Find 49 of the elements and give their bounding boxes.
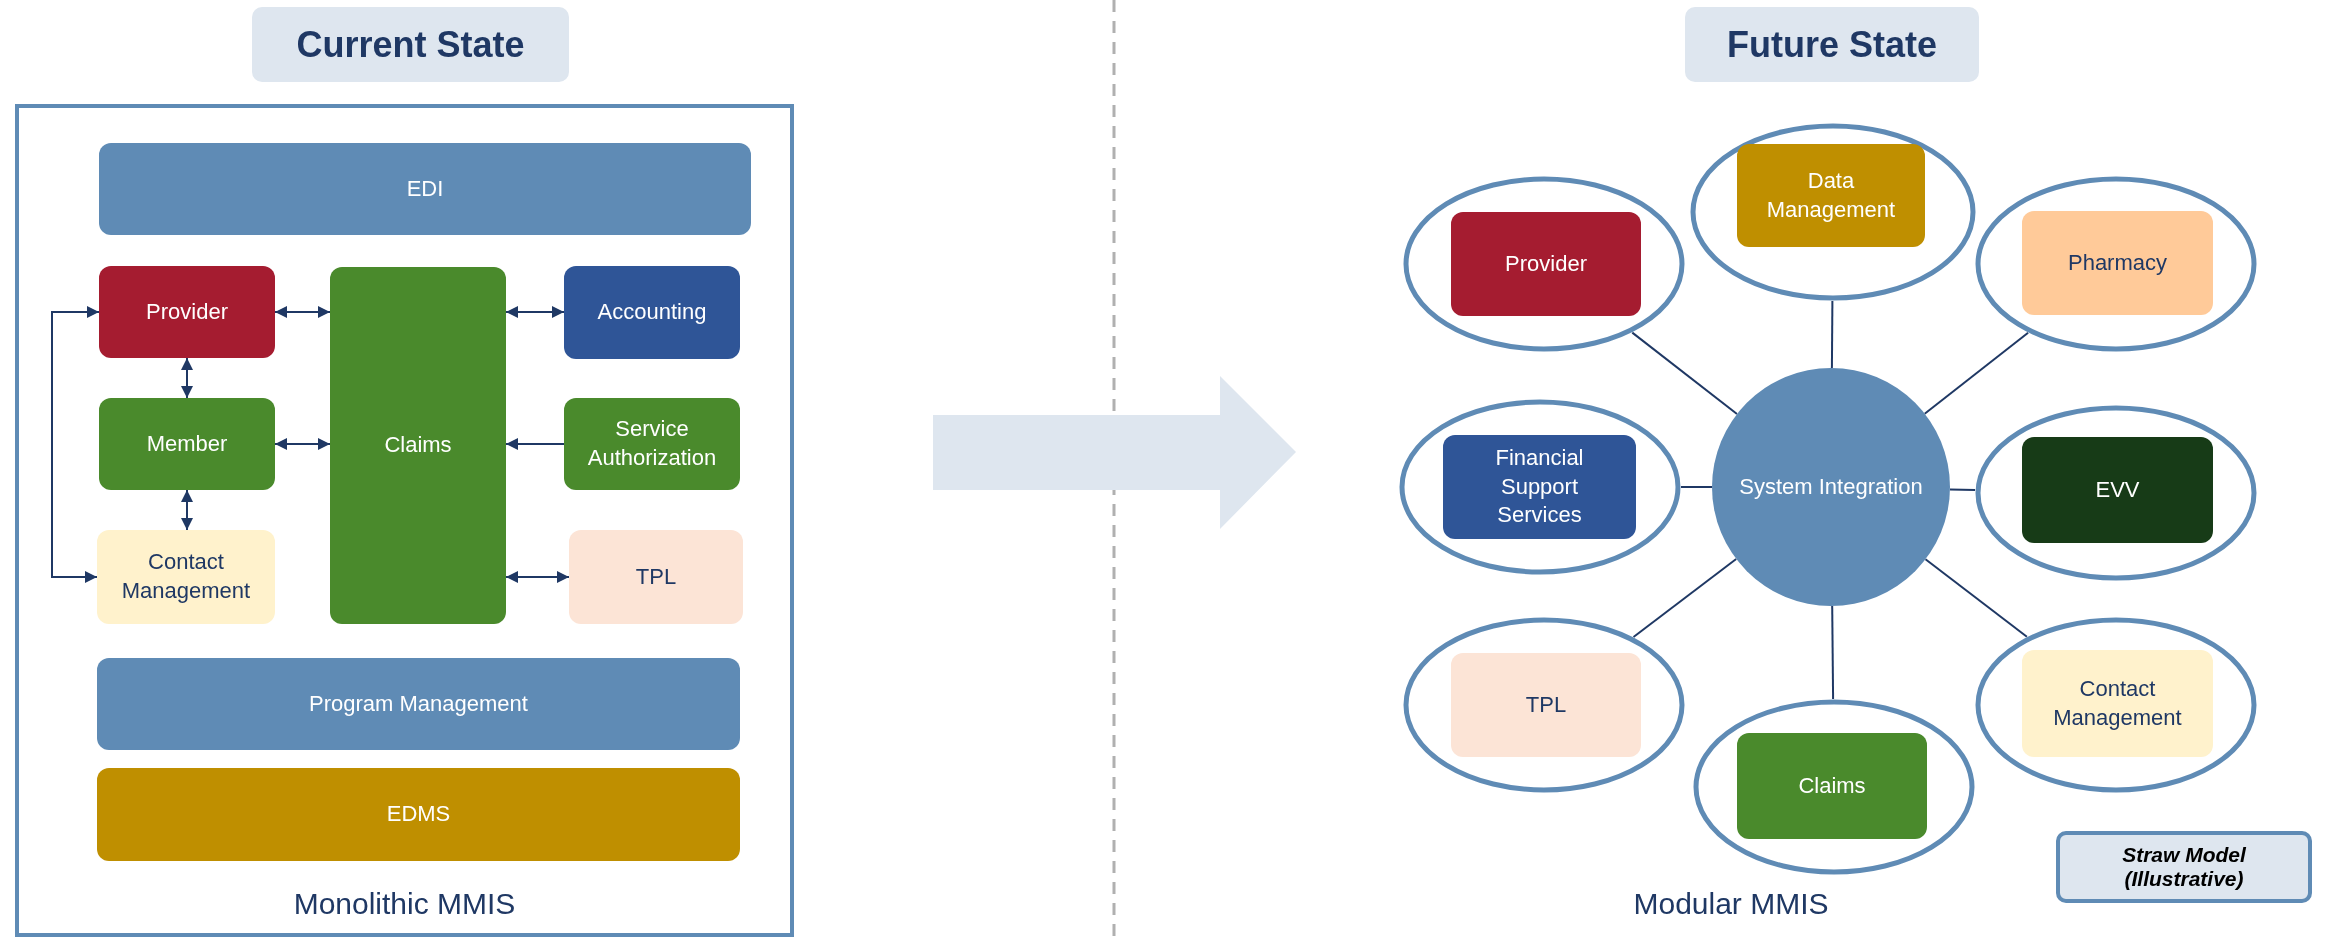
module-box: Claims (330, 267, 506, 624)
module-box: Service Authorization (564, 398, 740, 490)
module-box: Member (99, 398, 275, 490)
arrow (51, 306, 100, 583)
module-ellipse (1975, 405, 2257, 581)
connector-line (1949, 488, 1977, 491)
arrow (505, 438, 565, 450)
connector-line (1924, 558, 2028, 638)
note-box: Straw Model (Illustrative) (2056, 831, 2312, 903)
hub-circle: System Integration (1712, 368, 1950, 606)
system-panel (15, 104, 794, 937)
module-box: TPL (1451, 653, 1641, 757)
module-box: EDI (99, 143, 751, 235)
module-box: EDMS (97, 768, 740, 861)
module-box: Provider (1451, 212, 1641, 316)
connector-line (1831, 605, 1835, 700)
module-box: Contact Management (2022, 650, 2213, 757)
state-heading: Future State (1685, 7, 1979, 82)
module-box: Contact Management (97, 530, 275, 624)
arrow (274, 306, 331, 318)
module-ellipse (1403, 176, 1685, 352)
module-box: Financial Support Services (1443, 435, 1636, 539)
arrow (181, 489, 193, 531)
module-box: Data Management (1737, 144, 1925, 247)
module-box: Provider (99, 266, 275, 358)
module-box: Pharmacy (2022, 211, 2213, 315)
module-ellipse (1690, 123, 1976, 301)
module-box: Accounting (564, 266, 740, 359)
arrow (505, 306, 565, 318)
connector-line (1632, 558, 1738, 638)
module-box: TPL (569, 530, 743, 624)
connector-line (1830, 300, 1834, 369)
connector-line (1923, 331, 2030, 415)
arrow (505, 571, 570, 583)
module-box: Claims (1737, 733, 1927, 839)
state-heading: Current State (252, 7, 569, 82)
panel-caption: Monolithic MMIS (292, 887, 517, 921)
module-ellipse (1403, 617, 1685, 793)
module-box: Program Management (97, 658, 740, 750)
arrow (274, 438, 331, 450)
module-ellipse (1975, 176, 2257, 352)
module-ellipse (1399, 399, 1681, 575)
arrow (181, 357, 193, 399)
module-ellipse (1975, 617, 2257, 793)
connector-line (1631, 331, 1738, 415)
module-ellipse (1693, 699, 1975, 875)
connector-line (1680, 486, 1713, 488)
diagram-caption: Modular MMIS (1632, 887, 1830, 921)
module-box: EVV (2022, 437, 2213, 543)
